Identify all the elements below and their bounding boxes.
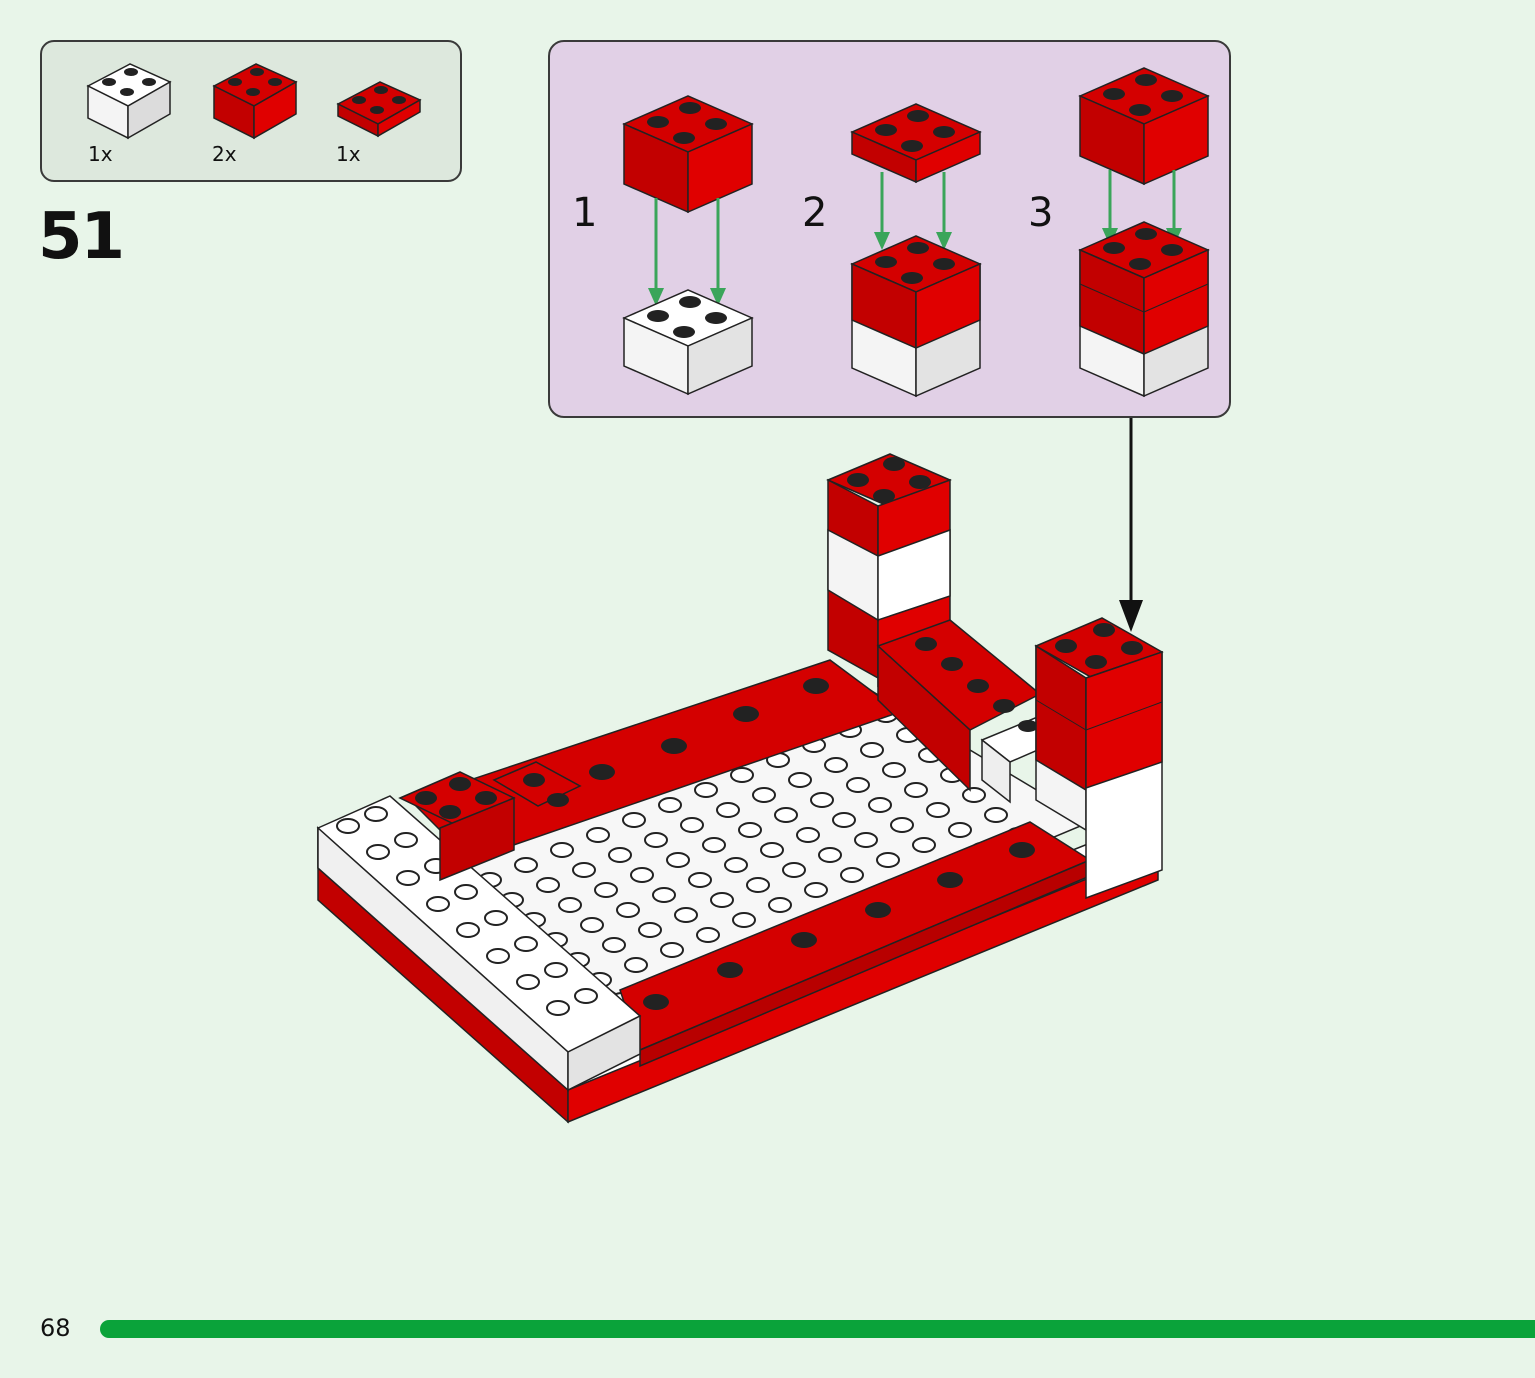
floor-stud — [602, 937, 626, 953]
wall-stud — [514, 936, 538, 952]
floor-stud — [824, 757, 848, 773]
wall-stud — [546, 1000, 570, 1016]
floor-stud — [694, 782, 718, 798]
floor-stud — [818, 847, 842, 863]
substep-label-3: 3 — [1028, 190, 1054, 236]
floor-stud — [868, 797, 892, 813]
main-model-illustration — [316, 453, 1164, 1124]
floor-stud — [788, 772, 812, 788]
floor-stud — [890, 817, 914, 833]
floor-stud — [984, 807, 1008, 823]
page-number: 68 — [40, 1314, 71, 1342]
floor-stud — [948, 822, 972, 838]
floor-stud — [666, 852, 690, 868]
floor-stud — [572, 862, 596, 878]
floor-stud — [710, 892, 734, 908]
substep-label-2: 2 — [802, 190, 828, 236]
floor-stud — [638, 922, 662, 938]
floor-stud — [730, 767, 754, 783]
floor-stud — [550, 842, 574, 858]
floor-stud — [962, 787, 986, 803]
wall-stud — [544, 962, 568, 978]
wall-stud — [426, 896, 450, 912]
progress-bar — [100, 1320, 1535, 1338]
floor-stud — [804, 882, 828, 898]
floor-stud — [696, 927, 720, 943]
substep-label-1: 1 — [572, 190, 598, 236]
floor-stud — [760, 842, 784, 858]
part-qty-1: 1x — [88, 142, 113, 166]
subassembly-box: 1 2 3 — [548, 40, 1231, 418]
floor-stud — [536, 877, 560, 893]
wall-stud — [364, 806, 388, 822]
floor-stud — [876, 852, 900, 868]
substep-2-illustration — [850, 103, 982, 398]
floor-stud — [716, 802, 740, 818]
floor-stud — [558, 897, 582, 913]
parts-list: 1x 2x 1x — [40, 40, 462, 182]
wall-stud — [486, 948, 510, 964]
floor-stud — [796, 827, 820, 843]
floor-stud — [622, 812, 646, 828]
floor-stud — [624, 957, 648, 973]
wall-stud — [516, 974, 540, 990]
floor-stud — [840, 867, 864, 883]
floor-stud — [616, 902, 640, 918]
wall-stud — [574, 988, 598, 1004]
floor-stud — [514, 857, 538, 873]
floor-stud — [644, 832, 668, 848]
wall-stud — [454, 884, 478, 900]
floor-stud — [846, 777, 870, 793]
floor-stud — [586, 827, 610, 843]
wall-stud — [394, 832, 418, 848]
floor-stud — [774, 807, 798, 823]
floor-stud — [854, 832, 878, 848]
substep-3-illustration — [1078, 67, 1210, 398]
floor-stud — [904, 782, 928, 798]
floor-stud — [658, 797, 682, 813]
floor-stud — [738, 822, 762, 838]
part-qty-3: 1x — [336, 142, 361, 166]
floor-stud — [680, 817, 704, 833]
step-number: 51 — [38, 200, 125, 274]
floor-stud — [608, 847, 632, 863]
floor-stud — [702, 837, 726, 853]
floor-stud — [732, 912, 756, 928]
placement-arrow — [1119, 418, 1143, 632]
floor-stud — [832, 812, 856, 828]
wall-stud — [484, 910, 508, 926]
floor-stud — [926, 802, 950, 818]
floor-stud — [652, 887, 676, 903]
floor-stud — [630, 867, 654, 883]
floor-stud — [594, 882, 618, 898]
red-brick-2x2-icon — [212, 63, 298, 140]
wall-stud — [336, 818, 360, 834]
floor-stud — [860, 742, 884, 758]
wall-stud — [366, 844, 390, 860]
wall-stud — [456, 922, 480, 938]
floor-stud — [768, 897, 792, 913]
floor-stud — [746, 877, 770, 893]
red-plate-2x2-icon — [336, 81, 422, 138]
floor-stud — [782, 862, 806, 878]
wall-stud — [396, 870, 420, 886]
floor-stud — [882, 762, 906, 778]
floor-stud — [580, 917, 604, 933]
floor-stud — [912, 837, 936, 853]
white-brick-2x2-icon — [86, 63, 172, 140]
floor-stud — [810, 792, 834, 808]
floor-stud — [674, 907, 698, 923]
floor-stud — [660, 942, 684, 958]
floor-stud — [688, 872, 712, 888]
floor-stud — [752, 787, 776, 803]
substep-1-illustration — [622, 95, 754, 396]
floor-stud — [724, 857, 748, 873]
part-qty-2: 2x — [212, 142, 237, 166]
